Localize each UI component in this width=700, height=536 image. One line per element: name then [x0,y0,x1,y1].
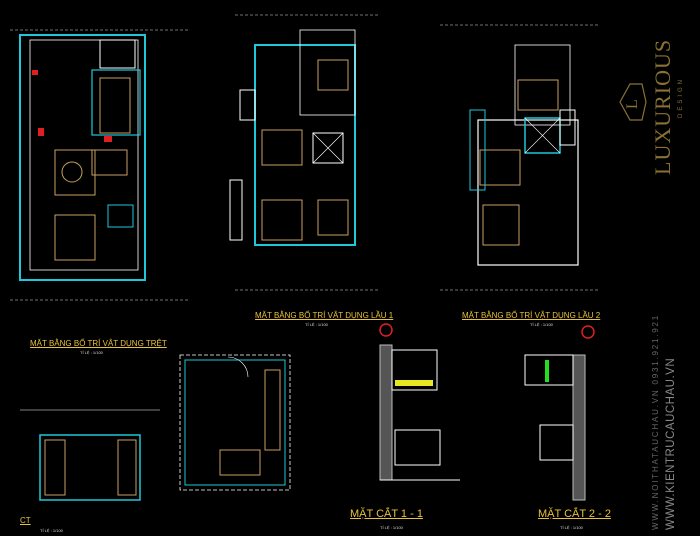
plan-ground-floor [19,34,146,281]
logo-sub: DESIGN [678,76,684,118]
scale-ground-floor: TỈ LỆ : 1/100 [80,350,103,355]
section-2-2 [524,325,595,501]
contact-line-2: WWW.KIENTRUCAUCHAU.VN [665,357,677,530]
contact-line-1: WWW.NOITHATAUCHAU.VN 0931.921.921 [651,313,660,530]
plan-floor-2 [469,44,579,266]
logo-name: LUXURIOUS [650,38,675,175]
scale-floor-2: TỈ LỆ : 1/100 [530,322,553,327]
title-detail: CT [20,516,31,525]
title-section-2-2: MẶT CẮT 2 - 2 [538,508,611,520]
title-ground-floor: MẶT BẰNG BỐ TRÍ VẬT DỤNG TRỆT [30,339,167,348]
grid-lines [10,14,600,301]
scale-detail: TỈ LỆ : 1/100 [40,528,63,533]
detail-plan-small [20,409,160,501]
detail-plan-bathroom [179,354,291,491]
logo-letter: L [624,99,641,109]
plan-floor-1 [229,29,356,246]
title-floor-2: MẶT BẰNG BỐ TRÍ VẬT DỤNG LẦU 2 [462,311,601,320]
title-section-1-1: MẶT CẮT 1 - 1 [350,508,423,520]
scale-section-2-2: TỈ LỆ : 1/100 [560,525,583,530]
scale-section-1-1: TỈ LỆ : 1/100 [380,525,403,530]
scale-floor-1: TỈ LỆ : 1/100 [305,322,328,327]
title-floor-1: MẶT BẰNG BỐ TRÍ VẬT DỤNG LẦU 1 [255,311,394,320]
logo-mark [619,83,647,121]
section-1-1 [379,323,460,481]
